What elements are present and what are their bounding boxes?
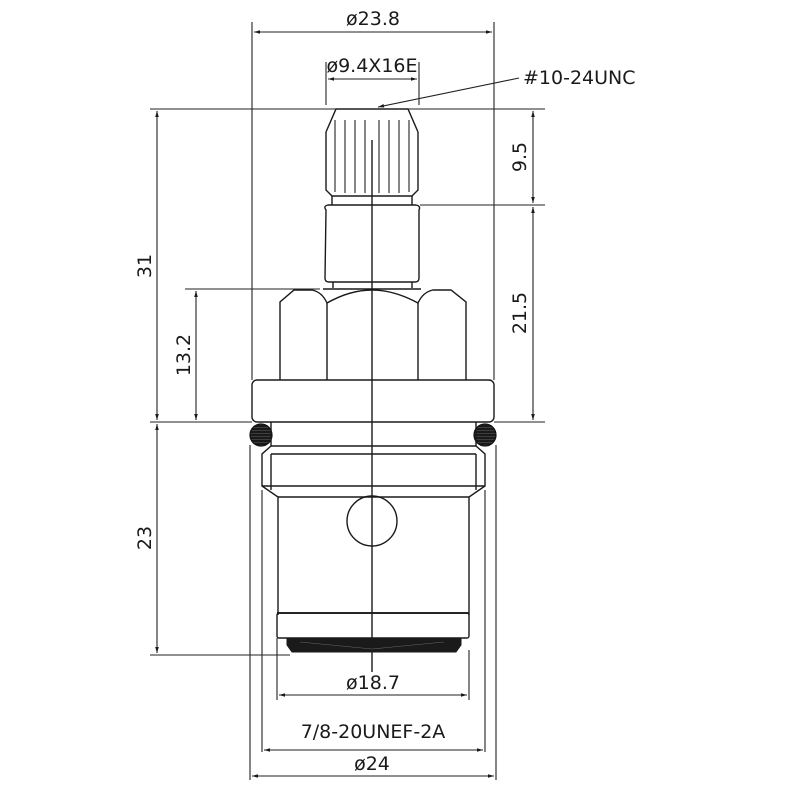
label-outer-diameter: ø24 xyxy=(354,753,390,775)
stem-body xyxy=(323,204,421,290)
label-hex-height: 13.2 xyxy=(173,334,195,376)
dimension-lines xyxy=(155,30,535,778)
label-body-height: 23 xyxy=(134,526,156,550)
extension-lines xyxy=(150,22,545,780)
spline-stem xyxy=(325,108,419,205)
leader-thread-callout xyxy=(377,77,520,108)
label-thread-spec: 7/8-20UNEF-2A xyxy=(301,721,446,743)
label-overall-height: 31 xyxy=(134,254,156,278)
flange xyxy=(251,379,495,423)
threaded-body xyxy=(261,422,486,653)
label-spline-height: 9.5 xyxy=(509,142,531,172)
o-ring-right xyxy=(473,423,497,447)
label-spline-spec: ø9.4X16E xyxy=(326,55,417,77)
label-bottom-diameter: ø18.7 xyxy=(346,672,400,694)
hex-nut xyxy=(279,289,467,380)
label-stem-height: 21.5 xyxy=(509,292,531,334)
port-hole xyxy=(346,495,398,547)
bottom-seal xyxy=(286,638,462,653)
label-thread-callout: #10-24UNC xyxy=(523,67,636,89)
label-top-diameter: ø23.8 xyxy=(346,8,400,30)
o-ring-left xyxy=(249,423,273,447)
